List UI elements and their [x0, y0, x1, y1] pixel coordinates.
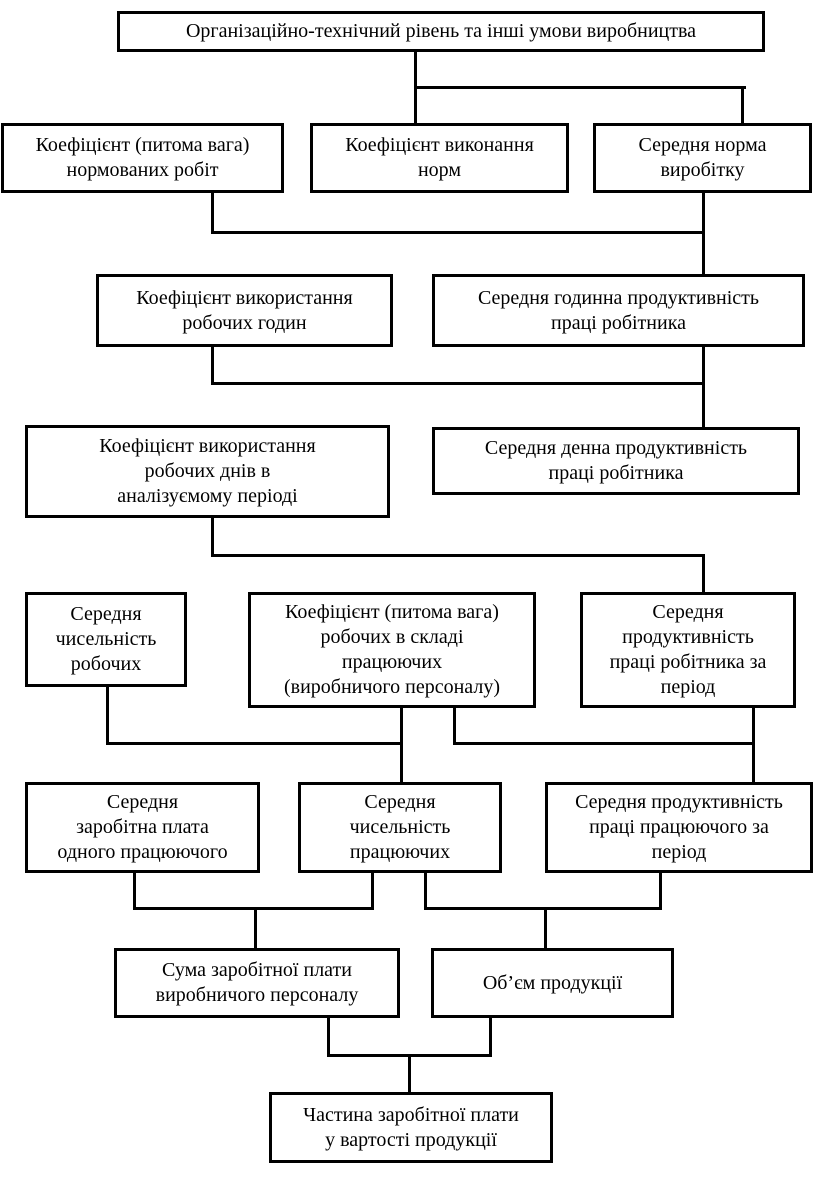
node-avg-output-norm-label: Середня норма виробітку [638, 134, 767, 181]
connector-line [211, 554, 705, 557]
node-avg-daily-productivity: Середня денна продуктивність праці робіт… [432, 427, 800, 495]
connector-line [453, 708, 456, 745]
node-norm-work-share: Коефіцієнт (питома вага) нормованих робі… [1, 123, 284, 193]
connector-line [741, 86, 744, 123]
node-org-tech-level-label: Організаційно-технічний рівень та інші у… [185, 20, 697, 42]
node-norm-fulfillment: Коефіцієнт виконання норм [310, 123, 569, 193]
node-production-volume-label: Об’єм продукції [482, 971, 623, 994]
connector-line [106, 687, 109, 745]
connector-line [408, 1054, 411, 1092]
node-avg-hourly-productivity-label: Середня годинна продуктивність праці роб… [477, 286, 760, 334]
connector-line [424, 907, 662, 910]
node-avg-output-norm: Середня норма виробітку [593, 123, 812, 193]
node-salary-sum-label: Сума заробітної плати виробничого персон… [155, 959, 359, 1006]
node-avg-employees-count-label: Середня чисельність працюючих [349, 791, 451, 863]
connector-line [133, 873, 136, 910]
node-workers-share: Коефіцієнт (питома вага) робочих в склад… [248, 592, 536, 708]
connector-line [702, 347, 705, 427]
connector-line [254, 907, 257, 948]
connector-line [211, 347, 214, 385]
node-work-days-usage: Коефіцієнт використання робочих днів в а… [25, 425, 390, 518]
connector-line [400, 708, 403, 782]
connector-line [659, 873, 662, 910]
node-workers-share-label: Коефіцієнт (питома вага) робочих в склад… [283, 601, 500, 698]
node-avg-worker-productivity-period-label: Середня продуктивність праці робітника з… [609, 601, 767, 698]
node-avg-workers-count: Середня чисельність робочих [25, 592, 187, 687]
node-work-hours-usage: Коефіцієнт використання робочих годин [96, 274, 393, 347]
node-work-hours-usage-label: Коефіцієнт використання робочих годин [136, 286, 353, 334]
connector-line [106, 742, 403, 745]
node-production-volume: Об’єм продукції [431, 948, 674, 1018]
node-avg-employee-productivity-period: Середня продуктивність праці працюючого … [545, 782, 813, 873]
connector-line [211, 231, 705, 234]
node-avg-salary-per-employee: Середня заробітна плата одного працюючог… [25, 782, 260, 873]
node-org-tech-level: Організаційно-технічний рівень та інші у… [117, 11, 765, 52]
node-avg-hourly-productivity: Середня годинна продуктивність праці роб… [432, 274, 805, 347]
node-avg-salary-per-employee-label: Середня заробітна плата одного працюючог… [57, 791, 228, 863]
connector-line [211, 193, 214, 234]
node-norm-work-share-label: Коефіцієнт (питома вага) нормованих робі… [35, 134, 250, 181]
connector-line [489, 1018, 492, 1057]
node-salary-share-in-cost-label: Частина заробітної плати у вартості прод… [303, 1103, 519, 1151]
node-avg-employees-count: Середня чисельність працюючих [298, 782, 502, 873]
connector-line [544, 907, 547, 948]
connector-line [211, 382, 705, 385]
node-salary-share-in-cost: Частина заробітної плати у вартості прод… [269, 1092, 553, 1163]
connector-line [453, 742, 755, 745]
node-salary-sum: Сума заробітної плати виробничого персон… [114, 948, 400, 1018]
connector-line [702, 554, 705, 592]
node-avg-daily-productivity-label: Середня денна продуктивність праці робіт… [484, 437, 748, 484]
connector-line [702, 193, 705, 274]
connector-line [133, 907, 374, 910]
node-avg-employee-productivity-period-label: Середня продуктивність праці працюючого … [575, 791, 783, 863]
node-avg-workers-count-label: Середня чисельність робочих [55, 603, 157, 675]
node-avg-worker-productivity-period: Середня продуктивність праці робітника з… [580, 592, 796, 708]
connector-line [424, 873, 427, 910]
connector-line [371, 873, 374, 910]
connector-line [752, 708, 755, 782]
connector-line [414, 86, 746, 89]
connector-line [327, 1018, 330, 1057]
node-work-days-usage-label: Коефіцієнт використання робочих днів в а… [99, 435, 316, 507]
node-norm-fulfillment-label: Коефіцієнт виконання норм [345, 134, 534, 181]
connector-line [211, 518, 214, 557]
